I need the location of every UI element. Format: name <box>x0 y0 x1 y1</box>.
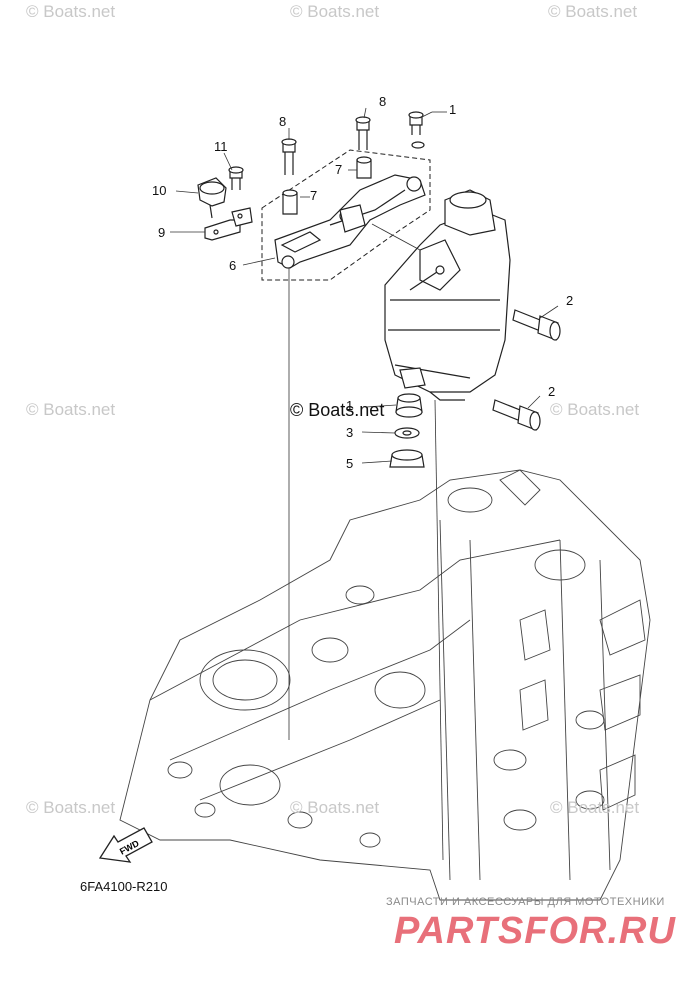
watermark: © Boats.net <box>290 400 385 420</box>
bolts-top <box>228 111 425 190</box>
callout-7a: 7 <box>310 188 317 203</box>
watermark: © Boats.net <box>290 2 380 21</box>
callout-3: 3 <box>346 425 353 440</box>
site-caption: ЗАПЧАСТИ И АКСЕССУАРЫ ДЛЯ МОТОТЕХНИКИ <box>386 896 665 908</box>
fwd-arrow-icon: FWD <box>98 827 153 863</box>
watermark: © Boats.net <box>290 798 380 817</box>
callout-10: 10 <box>152 183 166 198</box>
callout-6: 6 <box>229 258 236 273</box>
watermark: © Boats.net <box>26 400 116 419</box>
callout-5: 5 <box>346 456 353 471</box>
watermark: © Boats.net <box>550 798 640 817</box>
watermark: © Boats.net <box>26 2 116 21</box>
watermark: © Boats.net <box>26 798 116 817</box>
watermark: © Boats.net <box>550 400 640 419</box>
side-bolts <box>492 309 561 431</box>
callout-2a: 2 <box>566 293 573 308</box>
engine-block-illustration <box>119 469 651 901</box>
nut-washer-cap <box>389 393 425 468</box>
callout-7b: 7 <box>335 162 342 177</box>
starter-motor <box>384 189 511 401</box>
callout-2b: 2 <box>548 384 555 399</box>
reference-code: 6FA4100-R210 <box>80 879 168 894</box>
callout-11: 11 <box>214 139 228 154</box>
callout-1: 1 <box>449 102 456 117</box>
callout-1b: 1 <box>346 398 353 413</box>
callout-8a: 8 <box>279 114 286 129</box>
callout-8b: 8 <box>379 94 386 109</box>
leader-lines <box>170 107 559 861</box>
watermark: © Boats.net <box>548 2 638 21</box>
starter-bracket <box>274 174 426 269</box>
callout-9: 9 <box>158 225 165 240</box>
plate-and-clip <box>197 177 253 241</box>
site-logo: PARTSFOR.RU <box>394 910 676 952</box>
callouts: 1 2 2 1 3 5 6 7 7 8 8 9 10 11 <box>152 94 573 471</box>
collars <box>282 156 372 215</box>
